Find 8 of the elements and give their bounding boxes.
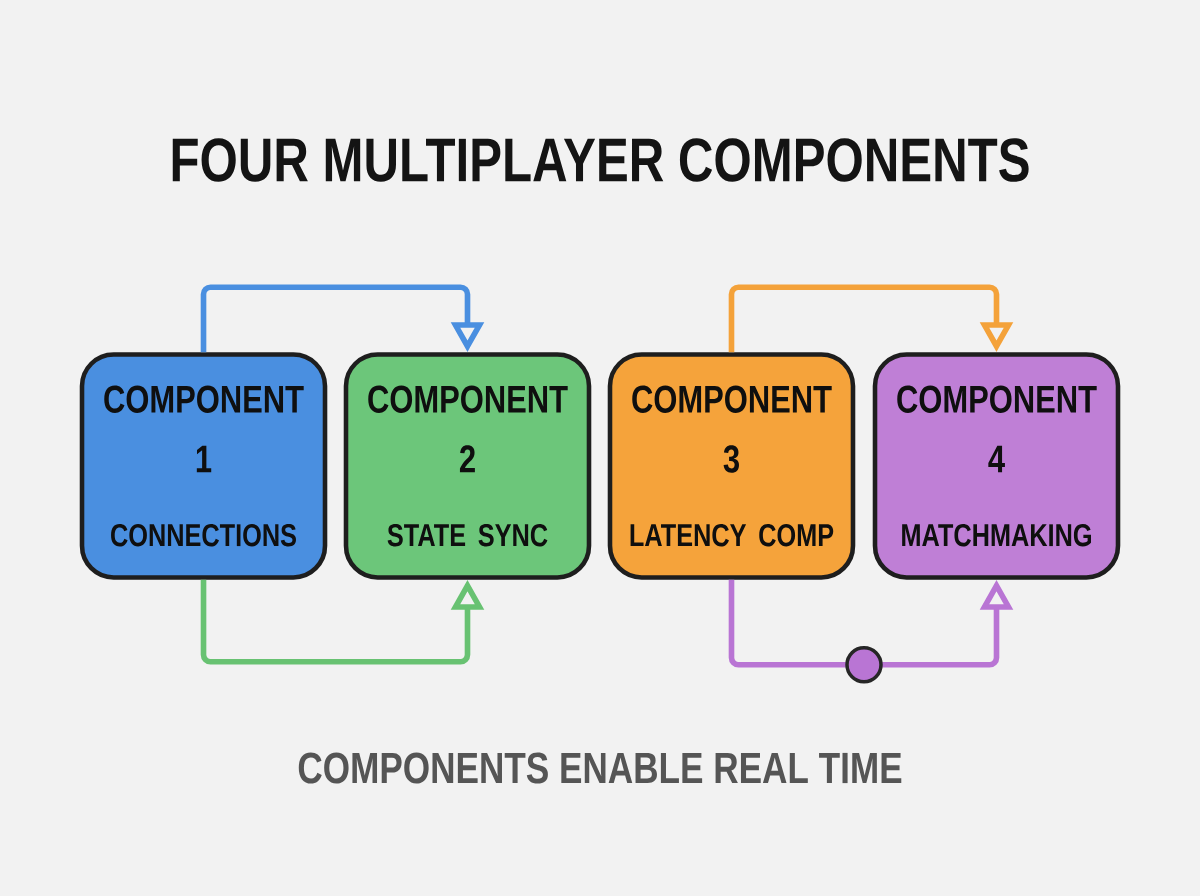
process-box: COMPONENT 3 LATENCY COMP [607,352,856,580]
process-box: COMPONENT 4 MATCHMAKING [872,352,1121,580]
process-box: COMPONENT 2 STATE SYNC [343,352,592,580]
process-box: COMPONENT 1 CONNECTIONS [79,352,328,580]
arrow [728,284,1014,353]
arrow [200,284,485,353]
caption: COMPONENTS ENABLE REAL TIME [298,752,902,784]
title: FOUR MULTIPLAYER COMPONENTS [172,138,1029,182]
